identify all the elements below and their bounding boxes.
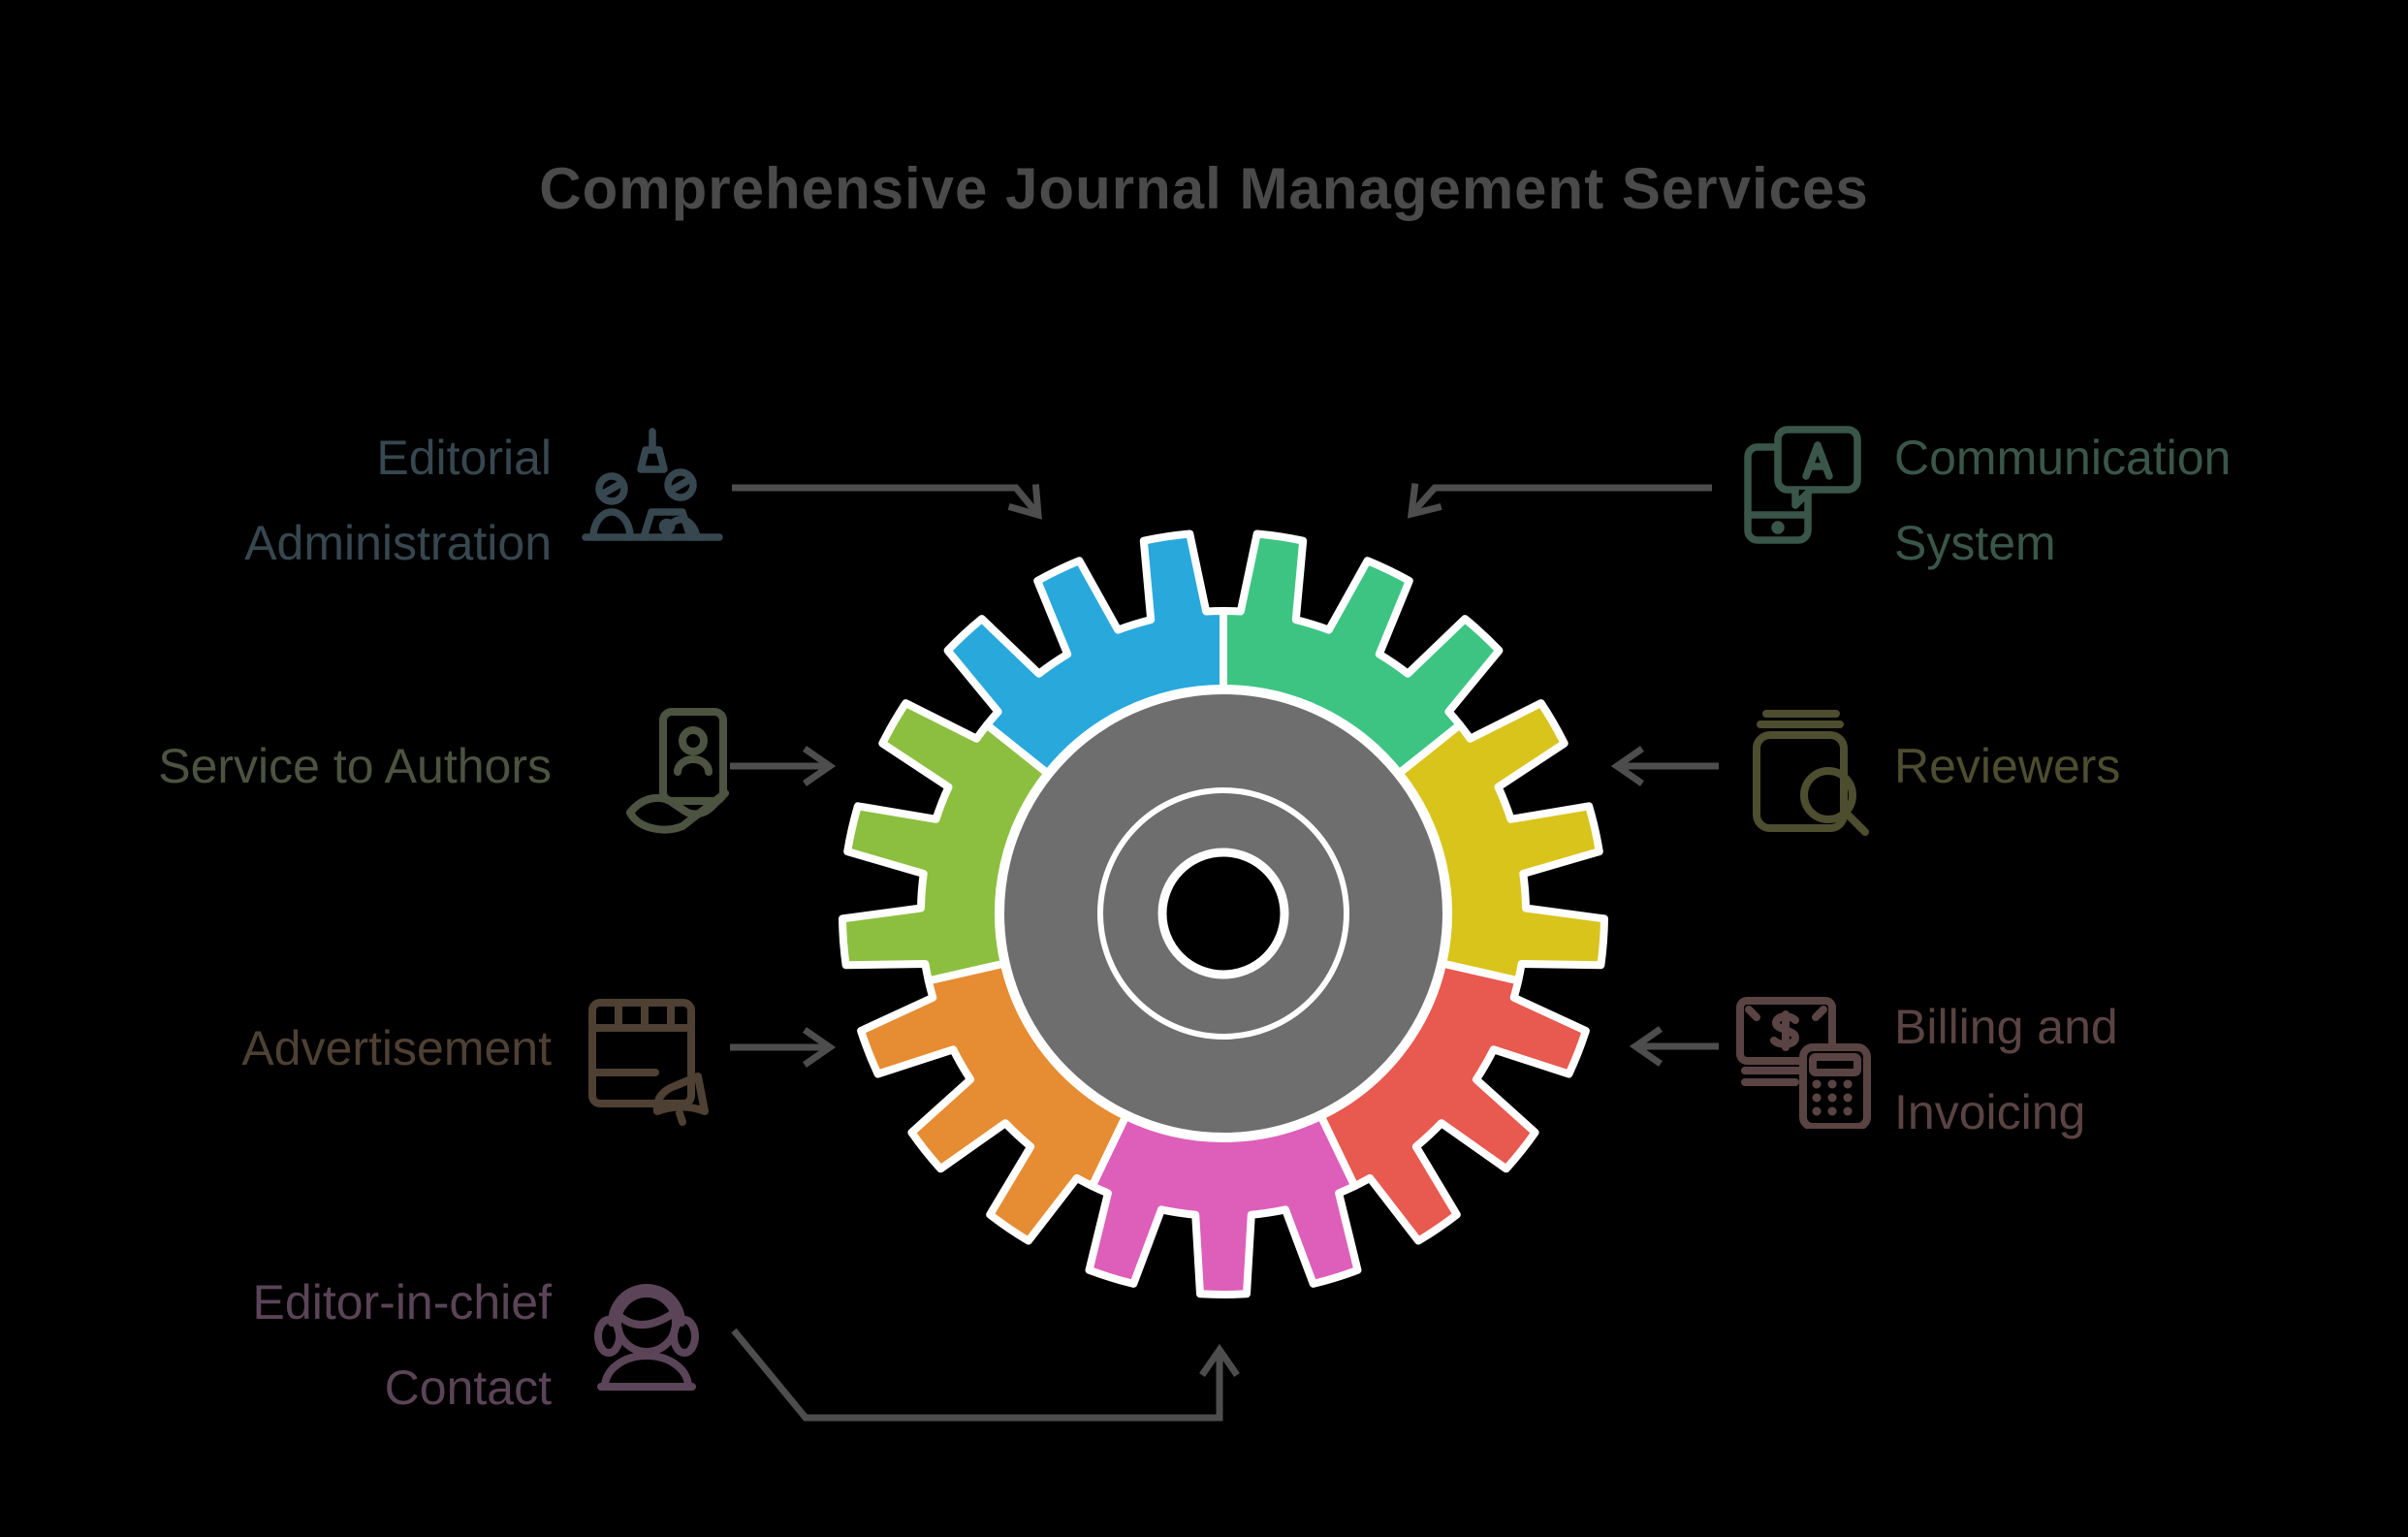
gear-axle-hole xyxy=(1157,848,1289,979)
gear-diagram xyxy=(839,529,1608,1299)
connector-communication-system xyxy=(1407,483,1712,519)
connector-editor-in-chief xyxy=(731,1328,1240,1422)
page-title: Comprehensive Journal Management Service… xyxy=(539,156,1869,221)
gear-inner-ring xyxy=(1097,787,1349,1040)
connector-editorial-administration xyxy=(732,484,1042,520)
